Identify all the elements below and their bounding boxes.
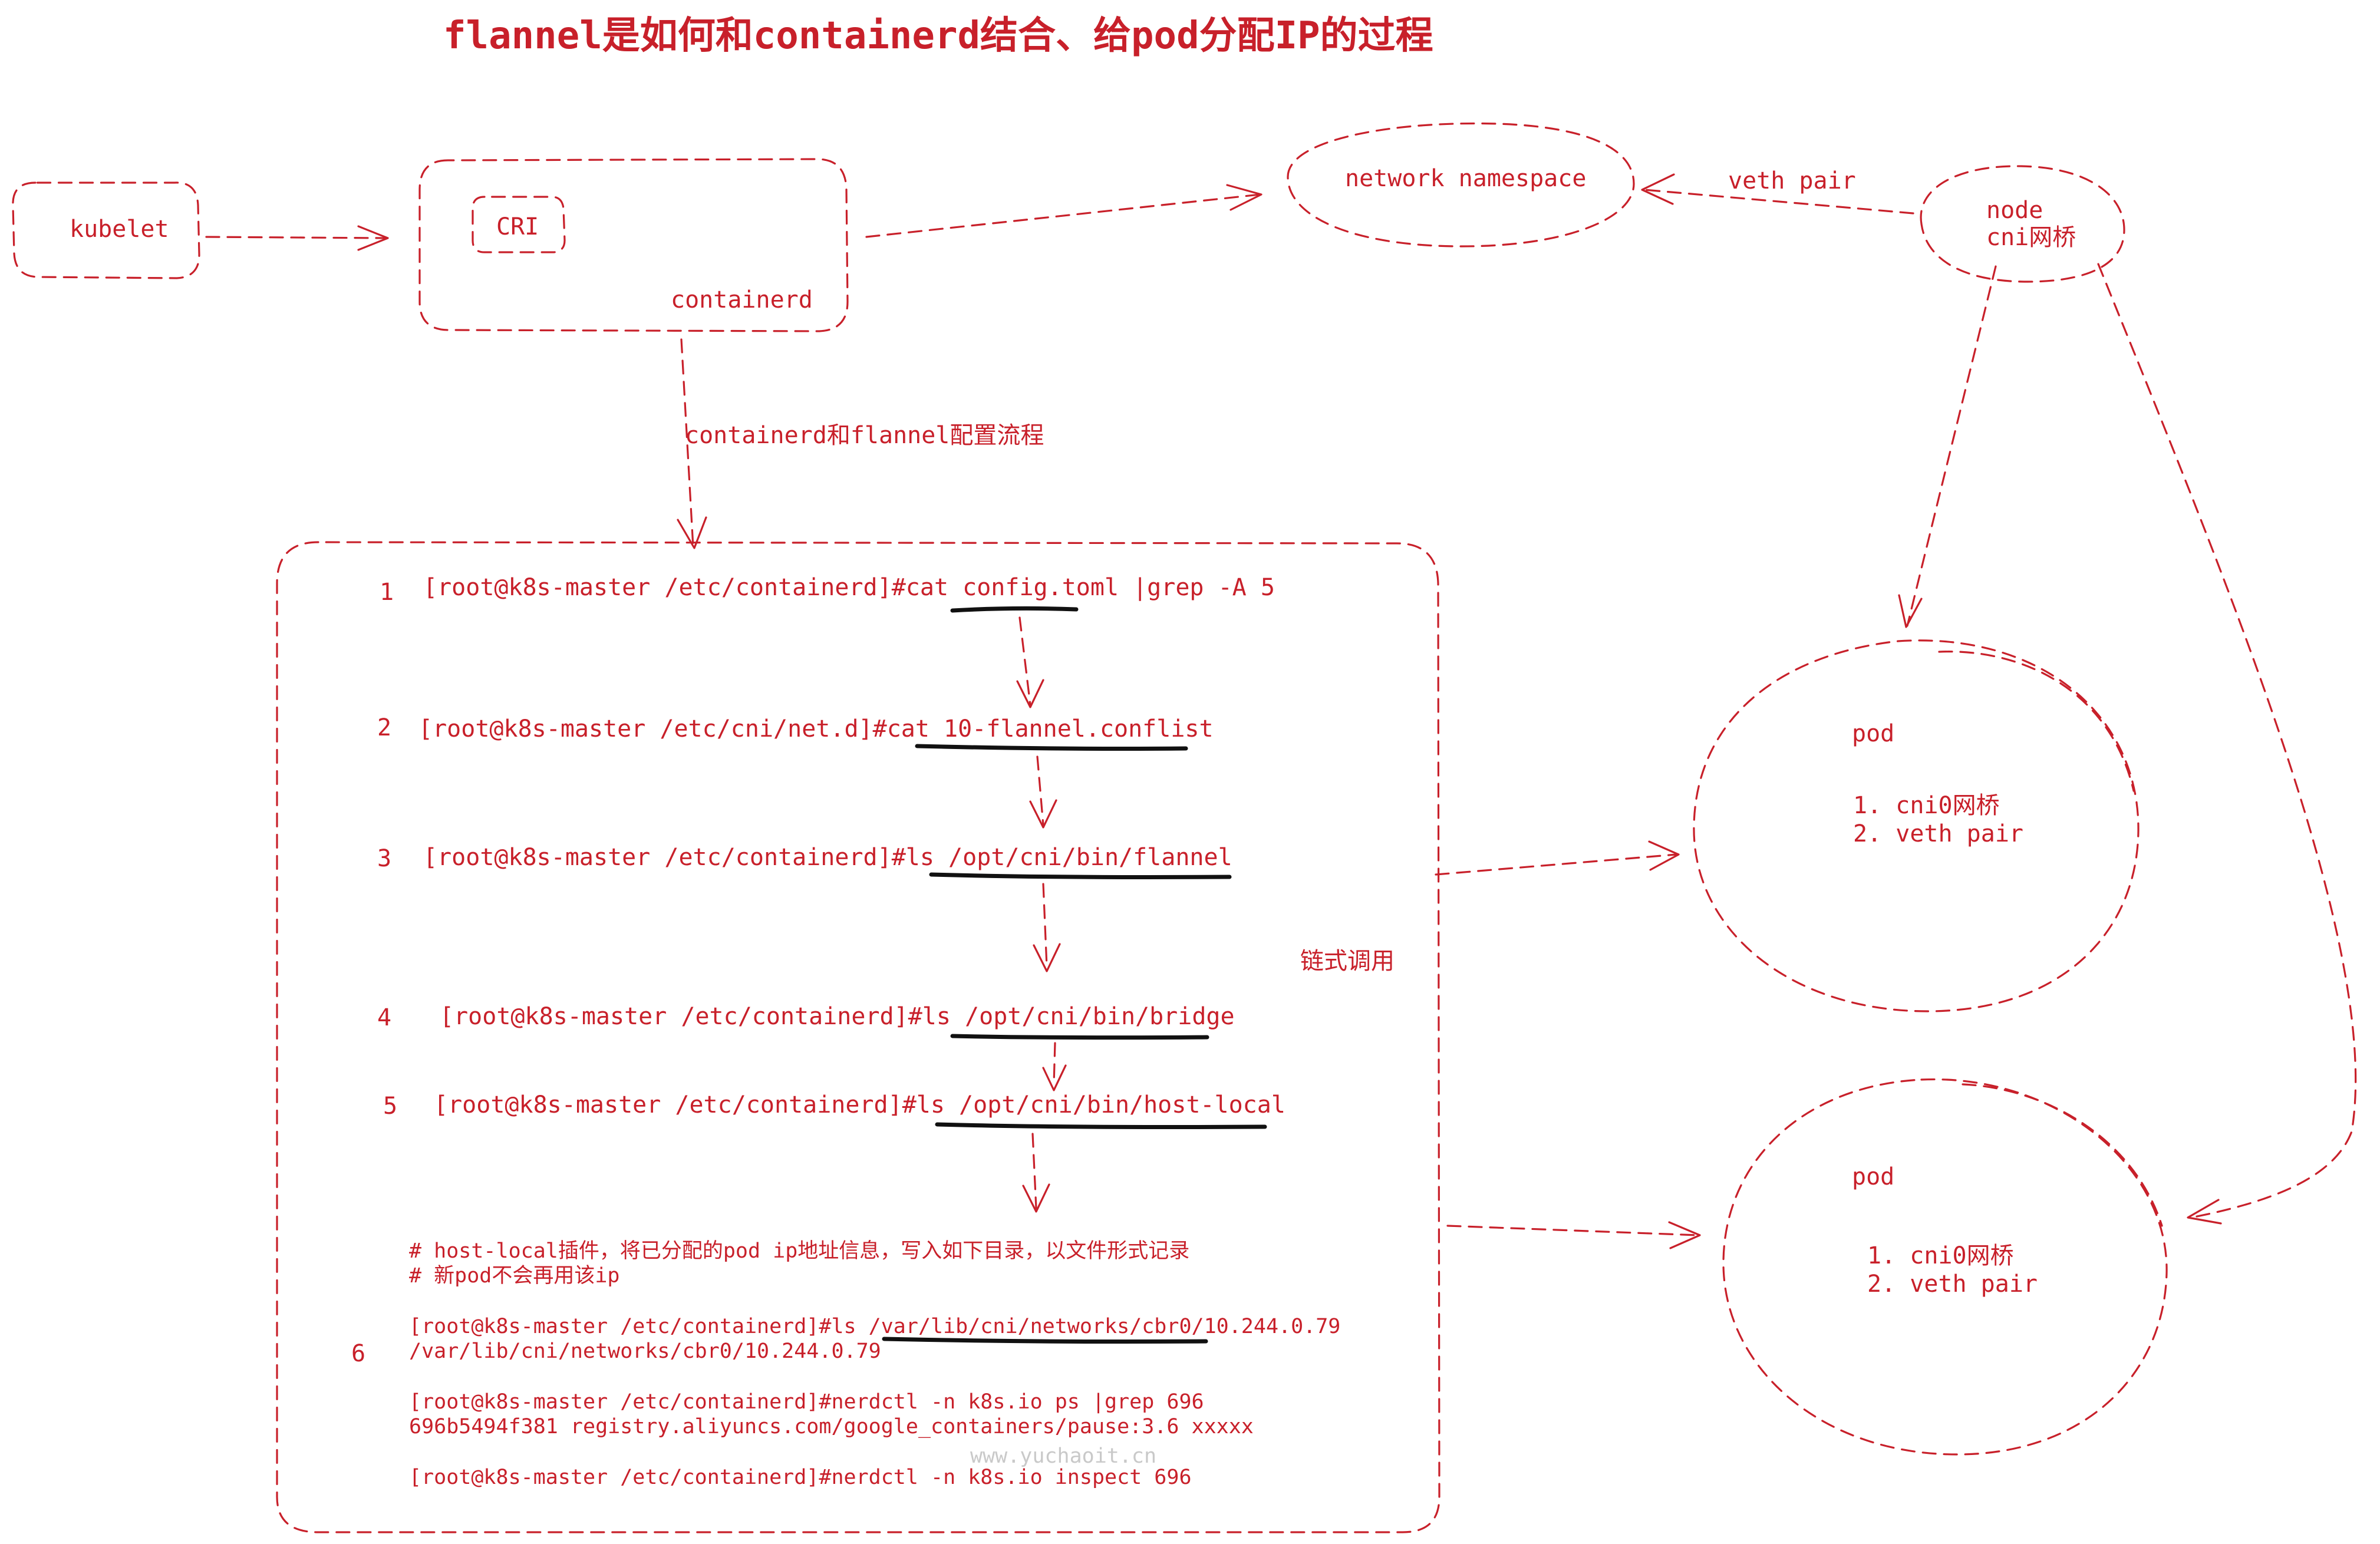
- node-ellipse: [1920, 165, 2125, 283]
- step-5-command: [root@k8s-master /etc/containerd]#ls /op…: [434, 1091, 1285, 1119]
- step-5-number: 5: [383, 1093, 397, 1120]
- arrow-node-to-pod2: [2097, 263, 2357, 1225]
- step-6-comment-2: # 新pod不会再用该ip: [409, 1264, 620, 1288]
- step-6-number: 6: [351, 1340, 365, 1367]
- step-4-number: 4: [377, 1004, 391, 1031]
- kubelet-node: kubelet: [12, 182, 200, 279]
- arrow-step3-to-step4: [1033, 883, 1061, 972]
- diagram-title: flannel是如何和containerd结合、给pod分配IP的过程: [443, 14, 1433, 58]
- step-6: 6 # host-local插件，将已分配的pod ip地址信息，写入如下目录，…: [351, 1239, 1340, 1489]
- step-1-command: [root@k8s-master /etc/containerd]#cat co…: [423, 574, 1275, 601]
- step-3-underline: [929, 872, 1232, 879]
- arrow-node-to-pod1: [1898, 265, 1997, 628]
- step-1-number: 1: [380, 579, 394, 606]
- step-2: 2 [root@k8s-master /etc/cni/net.d]#cat 1…: [377, 714, 1214, 751]
- pod-1-circle-overdraw: [1938, 651, 2135, 792]
- containerd-node: CRI containerd: [418, 158, 849, 332]
- arrow-process-to-pod2: [1446, 1221, 1701, 1249]
- pod-2-title: pod: [1852, 1163, 1894, 1190]
- arrow-node-to-netns: veth pair: [1641, 167, 1914, 215]
- node-cni-bridge-node: node cni网桥: [1920, 165, 2125, 283]
- process-box: [276, 541, 1440, 1533]
- step-3: 3 [root@k8s-master /etc/containerd]#ls /…: [377, 844, 1232, 879]
- pod-2-circle-overdraw: [1962, 1083, 2163, 1227]
- step-4-underline: [950, 1034, 1209, 1040]
- arrow-containerd-to-netns: [865, 184, 1262, 238]
- chain-call-label: 链式调用: [1300, 948, 1395, 975]
- network-namespace-node: network namespace: [1287, 122, 1635, 248]
- step-3-command: [root@k8s-master /etc/containerd]#ls /op…: [423, 844, 1232, 871]
- step-6-command-inspect: [root@k8s-master /etc/containerd]#nerdct…: [409, 1466, 1192, 1489]
- veth-pair-label: veth pair: [1728, 167, 1856, 194]
- step-6-output-container: 696b5494f381 registry.aliyuncs.com/googl…: [409, 1415, 1254, 1439]
- containerd-box: [418, 158, 849, 332]
- step-5-underline: [935, 1122, 1267, 1129]
- step-6-underline: [882, 1337, 1208, 1344]
- pod-2-circle: [1722, 1078, 2168, 1456]
- watermark: www.yuchaoit.cn: [970, 1444, 1156, 1468]
- network-namespace-ellipse: [1287, 122, 1635, 248]
- step-6-command-ls: [root@k8s-master /etc/containerd]#ls /va…: [409, 1315, 1340, 1338]
- cri-box: [472, 196, 566, 253]
- step-6-output-path: /var/lib/cni/networks/cbr0/10.244.0.79: [409, 1340, 881, 1363]
- config-flow-label: containerd和flannel配置流程: [685, 422, 1044, 449]
- pod-1: pod 1. cni0网桥 2. veth pair: [1693, 639, 2140, 1012]
- step-1: 1 [root@k8s-master /etc/containerd]#cat …: [380, 574, 1275, 613]
- pod-2-item-2: 2. veth pair: [1867, 1271, 2038, 1298]
- arrow-process-to-pod1: [1435, 840, 1680, 876]
- step-3-number: 3: [377, 845, 391, 872]
- step-6-comment-1: # host-local插件，将已分配的pod ip地址信息，写入如下目录，以文…: [409, 1239, 1189, 1263]
- node-cni-bridge-label: cni网桥: [1986, 224, 2076, 251]
- pod-1-item-2: 2. veth pair: [1853, 820, 2023, 847]
- cri-label: CRI: [496, 213, 539, 240]
- arrow-step4-to-step5: [1042, 1042, 1067, 1091]
- arrow-kubelet-to-containerd: [205, 225, 389, 251]
- arrow-step2-to-step3: [1029, 755, 1057, 829]
- step-2-underline: [915, 744, 1188, 751]
- pod-2: pod 1. cni0网桥 2. veth pair: [1722, 1078, 2168, 1456]
- step-2-command: [root@k8s-master /etc/cni/net.d]#cat 10-…: [418, 715, 1214, 743]
- step-4-command: [root@k8s-master /etc/containerd]#ls /op…: [440, 1003, 1235, 1030]
- node-label: node: [1986, 197, 2043, 224]
- kubelet-box: [12, 182, 200, 279]
- pod-1-item-1: 1. cni0网桥: [1853, 792, 2000, 819]
- containerd-label: containerd: [671, 286, 813, 314]
- step-1-underline: [950, 606, 1079, 613]
- network-namespace-label: network namespace: [1345, 165, 1586, 192]
- arrow-containerd-to-process: containerd和flannel配置流程: [677, 338, 1044, 549]
- arrow-step5-to-step6: [1022, 1133, 1050, 1213]
- kubelet-label: kubelet: [70, 216, 169, 243]
- pod-1-circle: [1693, 639, 2140, 1012]
- step-6-command-ps: [root@k8s-master /etc/containerd]#nerdct…: [409, 1390, 1204, 1414]
- pod-2-item-1: 1. cni0网桥: [1867, 1242, 2014, 1269]
- step-5: 5 [root@k8s-master /etc/containerd]#ls /…: [383, 1091, 1285, 1129]
- pod-1-title: pod: [1852, 720, 1894, 747]
- step-2-number: 2: [377, 714, 391, 741]
- step-4: 4 [root@k8s-master /etc/containerd]#ls /…: [377, 1003, 1235, 1040]
- arrow-step1-to-step2: [1016, 616, 1044, 708]
